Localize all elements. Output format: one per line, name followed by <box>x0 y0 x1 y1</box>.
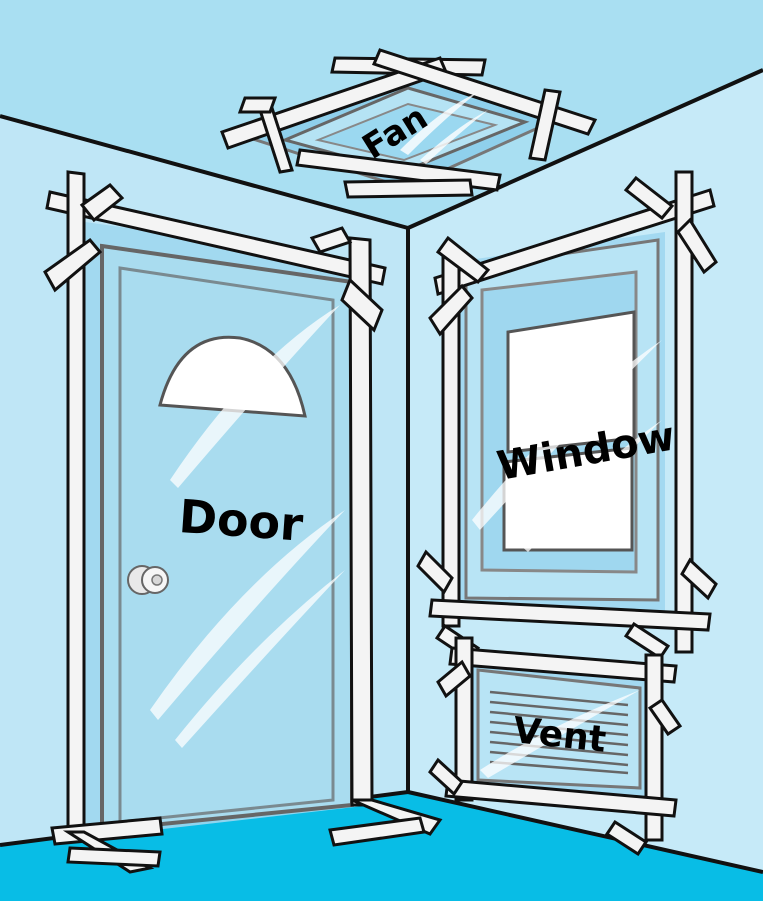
door-label: Door <box>177 489 305 552</box>
door-knob-icon <box>128 566 168 594</box>
